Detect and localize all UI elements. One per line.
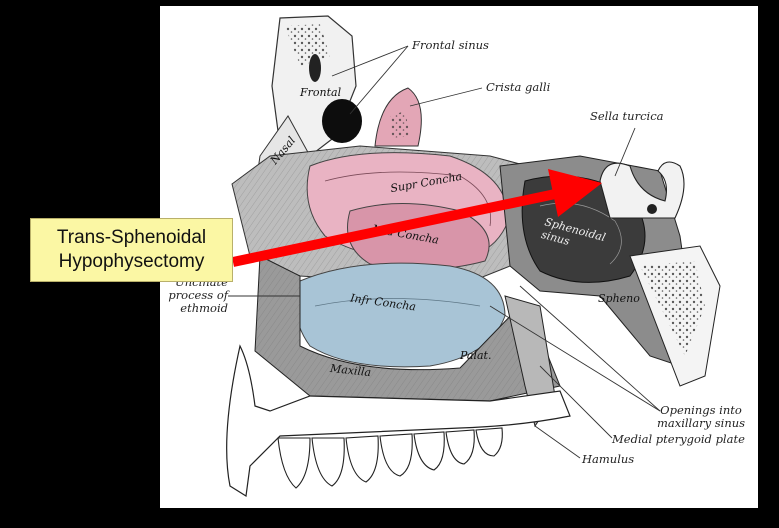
red-arrow-shaft <box>231 188 562 267</box>
label-sella-turcica: Sella turcica <box>590 109 664 123</box>
label-medial-pterygoid: Medial pterygoid plate <box>612 432 745 446</box>
palate-outline <box>226 344 571 498</box>
label-hamulus: Hamulus <box>582 452 635 466</box>
label-spheno: Spheno <box>598 292 640 305</box>
label-openings-maxillary: Openings into maxillary sinus <box>646 404 756 430</box>
callout-line1: Trans-Sphenoidal <box>56 227 207 248</box>
label-crista-galli: Crista galli <box>486 80 551 94</box>
anatomy-illustration: Frontal Nasal Supr Concha Mid Concha Sph… <box>160 6 758 508</box>
red-arrow-head <box>548 169 602 217</box>
leader-lines <box>228 45 661 459</box>
label-uncinate-line2: process of <box>168 288 228 302</box>
sella-turcica-shape <box>599 161 685 219</box>
label-uncinate-line3: ethmoid <box>180 301 228 315</box>
label-frontal: Frontal <box>300 86 342 99</box>
label-frontal-sinus: Frontal sinus <box>412 38 489 52</box>
teeth <box>277 427 503 489</box>
label-palat: Palat. <box>460 349 492 362</box>
frontal-sinus-cavity <box>322 99 362 143</box>
callout-line2: Hypophysectomy <box>58 251 205 272</box>
label-openings-line2: maxillary sinus <box>656 416 746 430</box>
procedure-callout: Trans-Sphenoidal Hypophysectomy <box>30 218 233 282</box>
label-openings-line1: Openings into <box>660 403 742 417</box>
